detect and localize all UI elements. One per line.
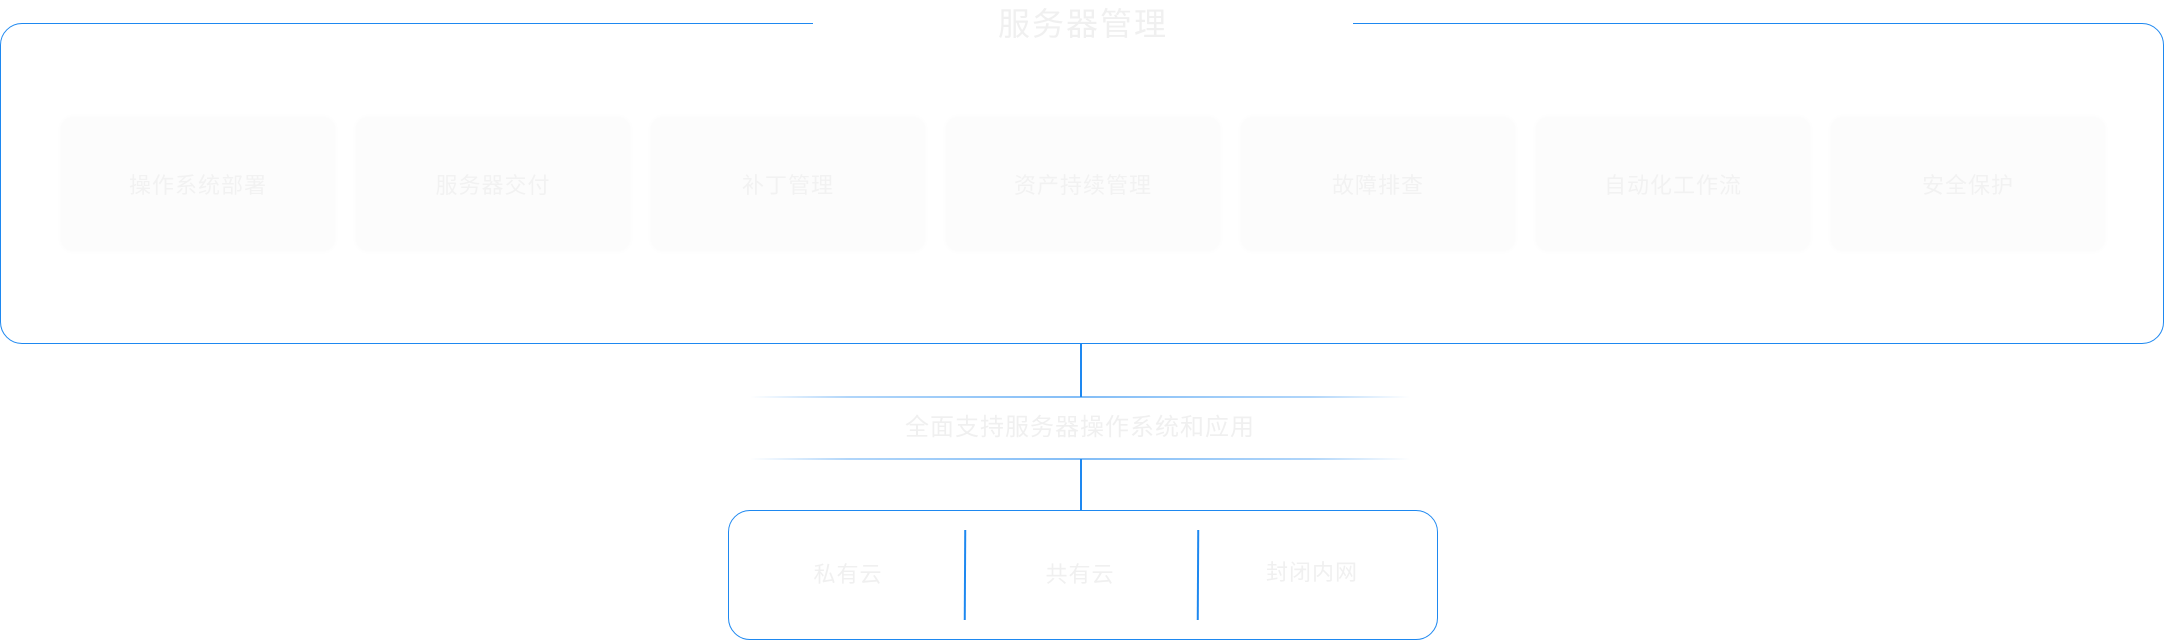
function-card-security: 安全保护 [1831,117,2105,251]
function-card-asset-management: 资产持续管理 [946,117,1220,251]
function-card-os-deploy: 操作系统部署 [61,117,335,251]
support-band-top-rule [750,396,1410,398]
function-card-label: 操作系统部署 [128,174,267,199]
deployment-options-frame [728,510,1438,640]
connector-line-upper [1080,344,1082,397]
function-card-row: 操作系统部署 服务器交付 补丁管理 资产持续管理 故障排查 自动化工作流 安全保… [61,117,2105,251]
title-gap [813,0,1353,40]
function-card-label: 自动化工作流 [1603,174,1742,199]
function-card-troubleshooting: 故障排查 [1241,117,1515,251]
function-card-label: 安全保护 [1921,174,2014,199]
function-card-label: 故障排查 [1331,174,1424,199]
deployment-option-closed-intranet: 封闭内网 [1265,561,1358,586]
function-card-label: 补丁管理 [741,174,834,199]
function-card-automation-workflow: 自动化工作流 [1536,117,1810,251]
connector-line-lower [1080,459,1082,511]
diagram-title: 服务器管理 [997,5,1168,43]
support-statement: 全面支持服务器操作系统和应用 [905,413,1255,441]
deployment-option-public-cloud: 共有云 [1045,563,1115,588]
function-card-label: 服务器交付 [435,174,551,199]
function-card-label: 资产持续管理 [1013,174,1152,199]
support-band-bottom-rule [750,458,1410,460]
function-card-server-delivery: 服务器交付 [356,117,630,251]
function-card-patch-management: 补丁管理 [651,117,925,251]
deployment-option-private-cloud: 私有云 [813,563,883,588]
